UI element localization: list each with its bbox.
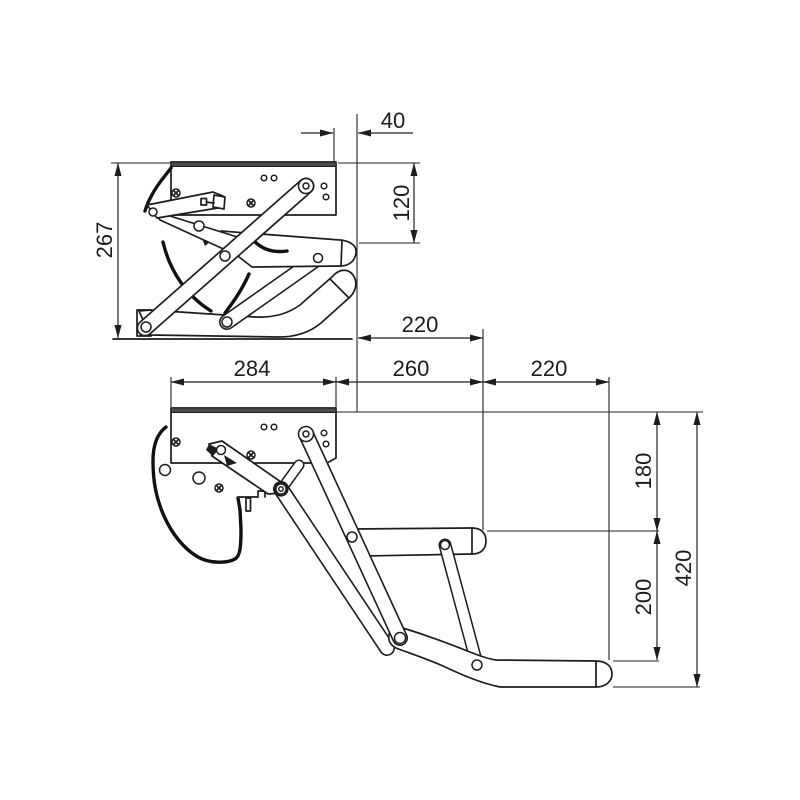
link-arm [438,538,484,671]
bracket-profile [151,425,243,564]
dim-label-overall-drop: 420 [671,550,696,587]
dim-label-step1-reach: 260 [393,356,430,381]
dim-label-step-reach: 220 [402,312,439,337]
pivot-holes [215,425,483,671]
bracket-holes [158,463,224,493]
dim-label-step2-reach: 220 [531,356,568,381]
step-2-end-cap-line [329,278,349,298]
dim-label-top-to-first-step: 120 [389,185,414,222]
lever-hook [206,444,219,456]
lift-arm-front [273,481,395,656]
dim-label-mount-width: 284 [234,356,271,381]
screw-icon [171,437,181,447]
spring-curve [223,272,251,315]
extended-view [151,407,703,688]
dim-label-step1-to-step2: 200 [631,579,656,616]
screw-icon [246,198,256,208]
step-1-end-cap-line [340,239,343,267]
lever-tip-block [212,194,226,210]
plate-fasteners [171,423,330,460]
screw-icon [214,483,224,493]
folded-view [112,161,357,340]
pivot-holes [140,177,324,333]
extended-dimensions: 284 260 220 180 200 420 [170,356,701,688]
dim-label-front-offset: 40 [381,108,405,133]
dim-label-drop-to-step1: 180 [631,453,656,490]
step-tread-2-folded [138,269,357,338]
step-tread-1 [349,527,487,557]
scissor-arm-short [219,250,326,330]
latch-pin [245,497,252,512]
dim-label-overall-height: 267 [92,222,117,259]
lever-barb [224,455,237,466]
plate-top-stripe [170,407,337,413]
folded-dimensions: 40 120 267 220 [92,108,484,530]
screw-icon [171,188,181,198]
plate-fasteners [171,174,330,208]
screw-icon [246,450,256,460]
bracket-curve [252,239,289,254]
plate-top-stripe [170,161,337,167]
spring-curve [161,240,213,313]
bracket-profile [143,166,173,213]
release-lever [206,440,284,495]
latch-catch [237,490,266,498]
